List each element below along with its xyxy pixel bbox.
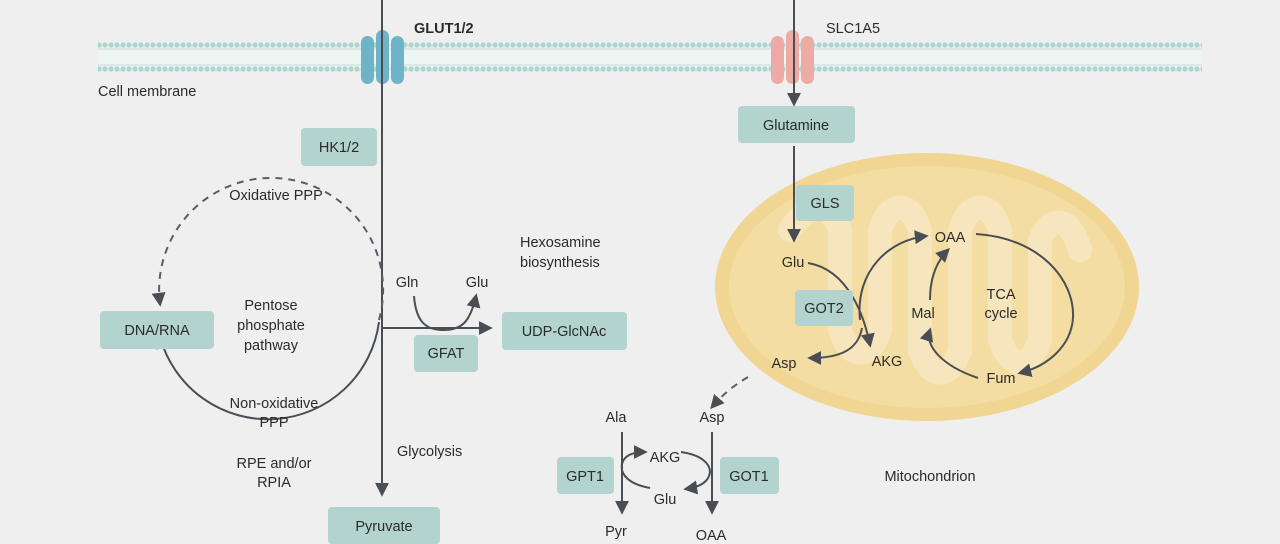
- mitochondrion: [715, 153, 1139, 421]
- box-pyruvate: Pyruvate: [328, 507, 440, 544]
- box-gls: GLS: [796, 185, 854, 221]
- box-udp-glcnac-label: UDP-GlcNAc: [522, 324, 607, 340]
- box-got2-label: GOT2: [804, 301, 843, 317]
- tca-label-line2: cycle: [984, 306, 1017, 322]
- pathway-arrows: [151, 0, 1075, 515]
- oxidative-ppp-label: Oxidative PPP: [229, 188, 323, 204]
- box-dna-rna: DNA/RNA: [100, 311, 214, 349]
- box-dna-rna-label: DNA/RNA: [124, 323, 190, 339]
- box-udp-glcnac: UDP-GlcNAc: [502, 312, 627, 350]
- box-got1-label: GOT1: [729, 469, 768, 485]
- oaa-tca-label: OAA: [935, 230, 966, 246]
- ppp-label-line3: pathway: [244, 338, 299, 354]
- slc-label: SLC1A5: [826, 21, 880, 37]
- fum-label: Fum: [987, 371, 1016, 387]
- hexosamine-label-line1: Hexosamine: [520, 235, 601, 251]
- box-glutamine-label: Glutamine: [763, 118, 829, 134]
- box-gpt1-label: GPT1: [566, 469, 604, 485]
- mal-label: Mal: [911, 306, 934, 322]
- box-gls-label: GLS: [810, 196, 839, 212]
- glut-label: GLUT1/2: [414, 21, 474, 37]
- box-got1: GOT1: [720, 457, 779, 494]
- glu-hexosamine-label: Glu: [466, 275, 489, 291]
- glycolysis-label: Glycolysis: [397, 444, 462, 460]
- hexosamine-label-line2: biosynthesis: [520, 255, 600, 271]
- box-got2: GOT2: [795, 290, 853, 326]
- rpe-label-line1: RPE and/or: [237, 456, 312, 472]
- ala-label: Ala: [606, 410, 628, 426]
- box-gfat-label: GFAT: [428, 346, 465, 362]
- asp-cyto-label: Asp: [700, 410, 725, 426]
- tca-label-line1: TCA: [987, 287, 1016, 303]
- glu-cyto-label: Glu: [654, 492, 677, 508]
- box-glutamine: Glutamine: [738, 106, 855, 143]
- akg-mito-label: AKG: [872, 354, 903, 370]
- glu-mito-label: Glu: [782, 255, 805, 271]
- cell-membrane: [98, 42, 1202, 72]
- oaa-cyto-label: OAA: [696, 528, 727, 544]
- gln-label: Gln: [396, 275, 419, 291]
- box-gpt1: GPT1: [557, 457, 614, 494]
- nonox-ppp-label-line2: PPP: [259, 415, 288, 431]
- box-hk-label: HK1/2: [319, 140, 359, 156]
- ppp-label-line2: phosphate: [237, 318, 305, 334]
- asp-mito-label: Asp: [772, 356, 797, 372]
- nonox-ppp-label-line1: Non-oxidative: [230, 396, 319, 412]
- box-gfat: GFAT: [414, 335, 478, 372]
- glut-transporter: [361, 30, 404, 84]
- ppp-label-line1: Pentose: [244, 298, 297, 314]
- pyr-label: Pyr: [605, 524, 627, 540]
- mitochondrion-label: Mitochondrion: [884, 469, 975, 485]
- akg-cyto-label: AKG: [650, 450, 681, 466]
- box-pyruvate-label: Pyruvate: [355, 519, 412, 535]
- slc-transporter: [771, 30, 814, 84]
- box-hk: HK1/2: [301, 128, 377, 166]
- cell-membrane-label: Cell membrane: [98, 84, 196, 100]
- rpe-label-line2: RPIA: [257, 475, 291, 491]
